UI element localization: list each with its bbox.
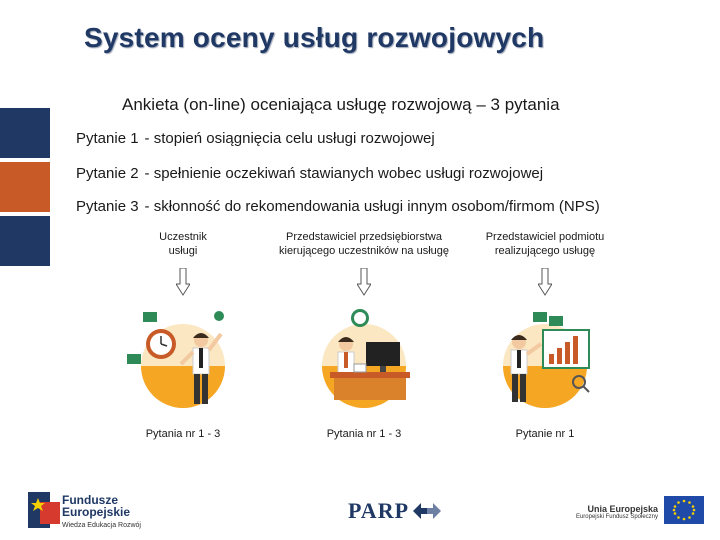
question-label: Pytanie 1 bbox=[76, 130, 139, 147]
down-arrow-icon bbox=[538, 268, 552, 296]
eu-flag-icon bbox=[664, 496, 704, 524]
question-2: Pytanie 2 - spełnienie oczekiwań stawiany… bbox=[76, 165, 543, 182]
column-header: Uczestnik usługi bbox=[97, 230, 269, 260]
fundusze-europejskie-text: Fundusze Europejskie Wiedza Edukacja Roz… bbox=[62, 494, 141, 532]
column-header-line: realizującego usługę bbox=[494, 245, 596, 257]
sidebar-block-blue-top bbox=[0, 108, 50, 158]
column-header-line: Uczestnik bbox=[159, 231, 207, 243]
question-text: - skłonność do rekomendowania usługi inn… bbox=[144, 198, 600, 215]
column-header: Przedstawiciel przedsiębiorstwa kierując… bbox=[278, 230, 450, 260]
logo-subline: Wiedza Edukacja Rozwój bbox=[62, 522, 141, 529]
question-label: Pytanie 3 bbox=[76, 198, 139, 215]
footer-logos: Fundusze Europejskie Wiedza Edukacja Roz… bbox=[0, 488, 720, 540]
survey-subtitle: Ankieta (on-line) oceniająca usługę rozw… bbox=[122, 95, 560, 114]
eu-subtitle: Europejski Fundusz Społeczny bbox=[575, 514, 658, 520]
parp-logo: PARP bbox=[348, 498, 442, 524]
question-text: - stopień osiągnięcia celu usługi rozwoj… bbox=[144, 130, 435, 147]
column-header-line: Przedstawiciel przedsiębiorstwa bbox=[286, 231, 442, 243]
column-footer: Pytania nr 1 - 3 bbox=[326, 428, 402, 440]
down-arrow-icon bbox=[176, 268, 190, 296]
sidebar-block-blue-bottom bbox=[0, 216, 50, 266]
column-header: Przedstawiciel podmiotu realizującego us… bbox=[459, 230, 631, 260]
column-footer: Pytania nr 1 - 3 bbox=[145, 428, 221, 440]
column-header-line: kierującego uczestników na usługę bbox=[279, 245, 449, 257]
logo-line: Fundusze bbox=[62, 493, 118, 507]
provider-illustration-icon bbox=[503, 312, 590, 408]
down-arrow-icon bbox=[357, 268, 371, 296]
column-header-line: Przedstawiciel podmiotu bbox=[485, 231, 605, 243]
column-header-line: usługi bbox=[168, 245, 198, 257]
question-text: - spełnienie oczekiwań stawianych wobec … bbox=[144, 165, 544, 182]
sidebar-block-orange bbox=[0, 162, 50, 212]
column-provider-representative: Przedstawiciel podmiotu realizującego us… bbox=[459, 230, 631, 440]
parp-arrows-icon bbox=[413, 503, 442, 519]
question-3: Pytanie 3 - skłonność do rekomendowania u… bbox=[76, 198, 600, 215]
question-1: Pytanie 1 - stopień osiągnięcia celu usłu… bbox=[76, 130, 435, 147]
logo-line: Europejskie bbox=[62, 505, 131, 519]
eu-title: Unia Europejska bbox=[587, 504, 658, 514]
question-label: Pytanie 2 bbox=[76, 165, 139, 182]
parp-logo-text: PARP bbox=[348, 498, 410, 523]
column-participant: Uczestnik usługi Pytania nr 1 - 3 bbox=[97, 230, 269, 440]
column-footer: Pytanie nr 1 bbox=[515, 428, 575, 440]
eu-text: Unia Europejska Europejski Fundusz Społe… bbox=[566, 504, 658, 520]
page-title: System oceny usług rozwojowych bbox=[84, 22, 545, 53]
column-company-representative: Przedstawiciel przedsiębiorstwa kierując… bbox=[278, 230, 450, 440]
participant-illustration-icon bbox=[127, 311, 225, 408]
fundusze-europejskie-logo-icon bbox=[28, 492, 60, 528]
representative-illustration-icon bbox=[322, 309, 410, 408]
